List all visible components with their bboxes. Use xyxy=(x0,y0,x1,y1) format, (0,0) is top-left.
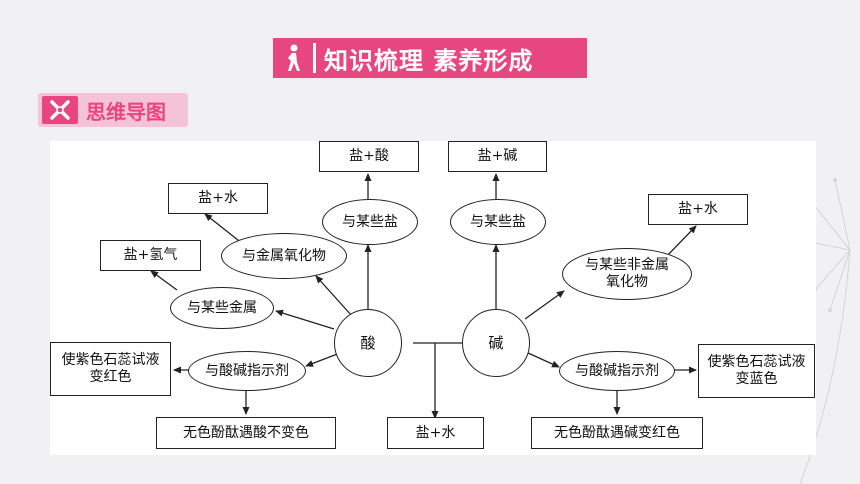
result-litmus-red: 使紫色石蕊试液变红色 xyxy=(50,342,171,396)
base-node: 碱 xyxy=(462,309,530,377)
cross-arrows-icon xyxy=(42,96,78,124)
reaction-with-metal: 与某些金属 xyxy=(170,287,274,329)
result-salt-acid: 盐+酸 xyxy=(319,141,419,172)
result-salt-base: 盐+碱 xyxy=(448,141,547,172)
section-title: 知识梳理 素养形成 xyxy=(324,46,534,75)
reaction-with-indicator-base: 与酸碱指示剂 xyxy=(559,351,675,391)
reaction-with-nonmetal-oxide: 与某些非金属氧化物 xyxy=(562,248,692,300)
reaction-with-salt-base: 与某些盐 xyxy=(450,199,546,245)
subsection-banner: 思维导图 xyxy=(38,93,188,127)
reaction-with-metal-oxide: 与金属氧化物 xyxy=(221,233,347,279)
result-salt-water-right: 盐+水 xyxy=(648,194,748,225)
result-litmus-blue: 使紫色石蕊试液变蓝色 xyxy=(698,344,815,398)
connector-lines xyxy=(150,173,697,419)
result-phenol-acid: 无色酚酞遇酸不变色 xyxy=(156,417,336,449)
title-separator xyxy=(313,43,316,73)
walking-figure-icon xyxy=(273,38,313,78)
reaction-with-indicator-acid: 与酸碱指示剂 xyxy=(188,351,306,391)
result-phenol-base: 无色酚酞遇碱变红色 xyxy=(531,417,703,449)
result-salt-water-left: 盐+水 xyxy=(168,183,268,214)
mind-map-panel: 酸 碱 盐+酸 盐+碱 盐+水 盐+水 盐+氢气 使紫色石蕊试液变红色 使紫色石… xyxy=(50,141,816,455)
acid-node: 酸 xyxy=(334,309,402,377)
dandelion-decoration xyxy=(798,178,851,484)
reaction-with-salt-acid: 与某些盐 xyxy=(322,199,418,245)
result-salt-hydrogen: 盐+氢气 xyxy=(100,240,201,271)
result-salt-water-bottom: 盐+水 xyxy=(387,417,484,449)
section-title-banner: 知识梳理 素养形成 xyxy=(273,38,587,78)
subsection-title: 思维导图 xyxy=(86,99,166,124)
